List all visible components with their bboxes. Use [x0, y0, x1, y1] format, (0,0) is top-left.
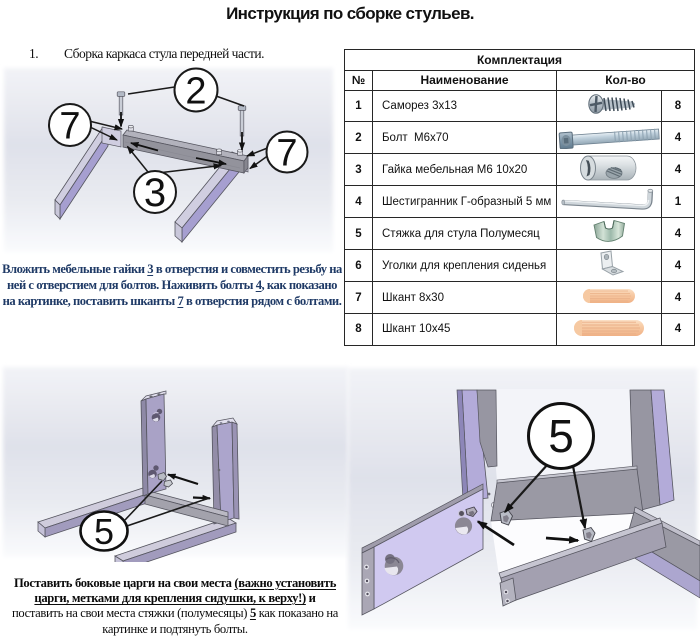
svg-text:5: 5: [548, 410, 574, 462]
svg-text:2: 2: [185, 71, 206, 113]
svg-text:7: 7: [59, 106, 80, 148]
svg-text:7: 7: [276, 133, 297, 175]
svg-text:3: 3: [144, 171, 166, 215]
svg-text:5: 5: [94, 511, 114, 552]
